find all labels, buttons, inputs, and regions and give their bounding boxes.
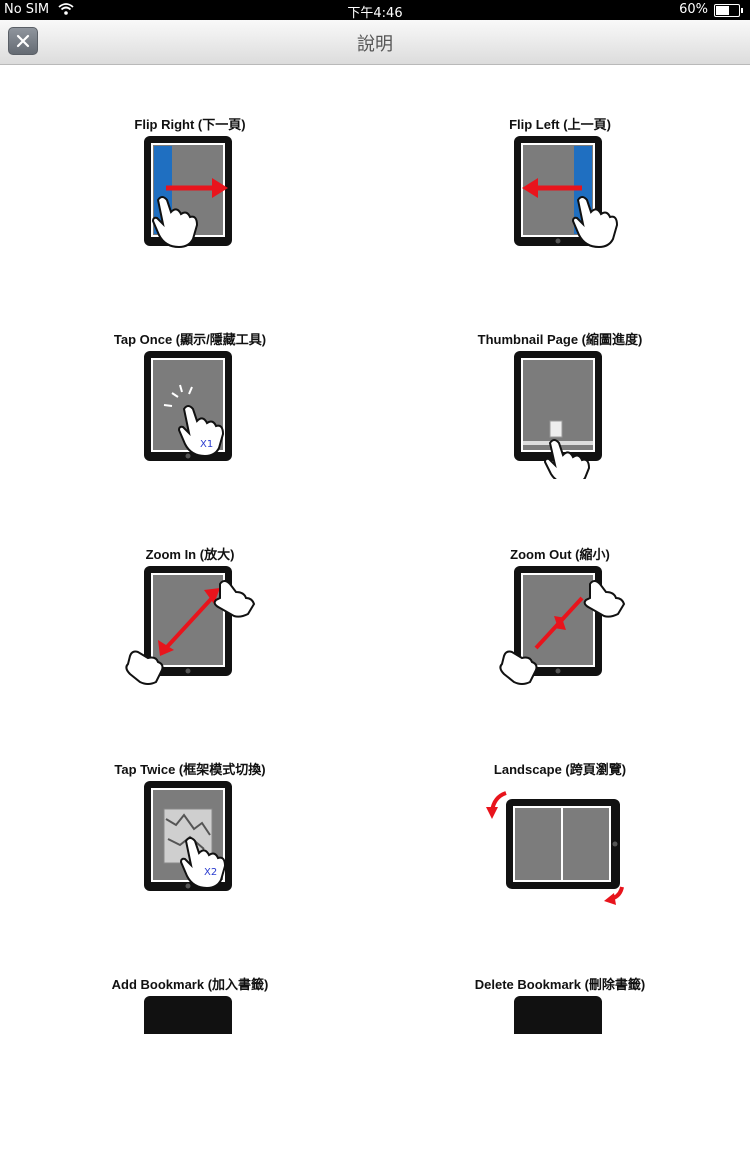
gesture-label: Add Bookmark (加入書籤) [111, 977, 269, 992]
add-bookmark-icon [144, 996, 232, 1034]
clock: 下午4:46 [347, 6, 403, 21]
wifi-icon [58, 3, 74, 15]
gesture-label: Thumbnail Page (縮圖進度) [477, 332, 643, 347]
page-title: 說明 [357, 34, 393, 55]
thumbnail-page-icon [514, 351, 602, 479]
gesture-thumbnail-page: Thumbnail Page (縮圖進度) [410, 329, 710, 529]
close-button[interactable] [8, 27, 38, 55]
gesture-tap-twice: Tap Twice (框架模式切換) X2 [40, 759, 340, 959]
gesture-zoom-out: Zoom Out (縮小) [410, 544, 710, 744]
battery-percent: 60% [679, 2, 708, 17]
gesture-label: Zoom Out (縮小) [510, 547, 610, 562]
gesture-landscape: Landscape (跨頁瀏覽) [410, 759, 710, 959]
gesture-label: Tap Twice (框架模式切換) [114, 762, 266, 777]
gesture-label: Tap Once (顯示/隱藏工具) [113, 332, 267, 347]
flip-right-icon [144, 136, 232, 249]
delete-bookmark-icon [514, 996, 602, 1034]
carrier-label: No SIM [4, 2, 50, 17]
flip-left-icon [514, 136, 619, 249]
gesture-zoom-in: Zoom In (放大) [40, 544, 340, 744]
gesture-flip-right: Flip Right (下一頁) [40, 114, 340, 314]
status-bar: No SIM 下午4:46 60% [0, 0, 750, 21]
battery-icon [714, 4, 743, 17]
close-icon [16, 34, 30, 48]
gesture-flip-left: Flip Left (上一頁) [410, 114, 710, 314]
tap-count-label: X2 [204, 867, 217, 878]
tap-once-icon: X1 [144, 351, 232, 461]
gesture-label: Zoom In (放大) [145, 547, 235, 562]
gesture-add-bookmark: Add Bookmark (加入書籤) [40, 974, 340, 1174]
zoom-in-icon [125, 566, 256, 685]
tap-twice-icon: X2 [144, 781, 232, 891]
gesture-label: Flip Left (上一頁) [509, 117, 611, 132]
gesture-label: Flip Right (下一頁) [134, 117, 246, 132]
landscape-icon [486, 791, 624, 905]
gesture-delete-bookmark: Delete Bookmark (刪除書籤) [410, 974, 710, 1174]
nav-bar: 說明 [0, 20, 750, 65]
zoom-out-icon [499, 566, 626, 685]
gesture-label: Delete Bookmark (刪除書籤) [474, 977, 646, 992]
gesture-label: Landscape (跨頁瀏覽) [493, 762, 627, 777]
tap-count-label: X1 [200, 439, 213, 450]
gesture-tap-once: Tap Once (顯示/隱藏工具) X1 [40, 329, 340, 529]
